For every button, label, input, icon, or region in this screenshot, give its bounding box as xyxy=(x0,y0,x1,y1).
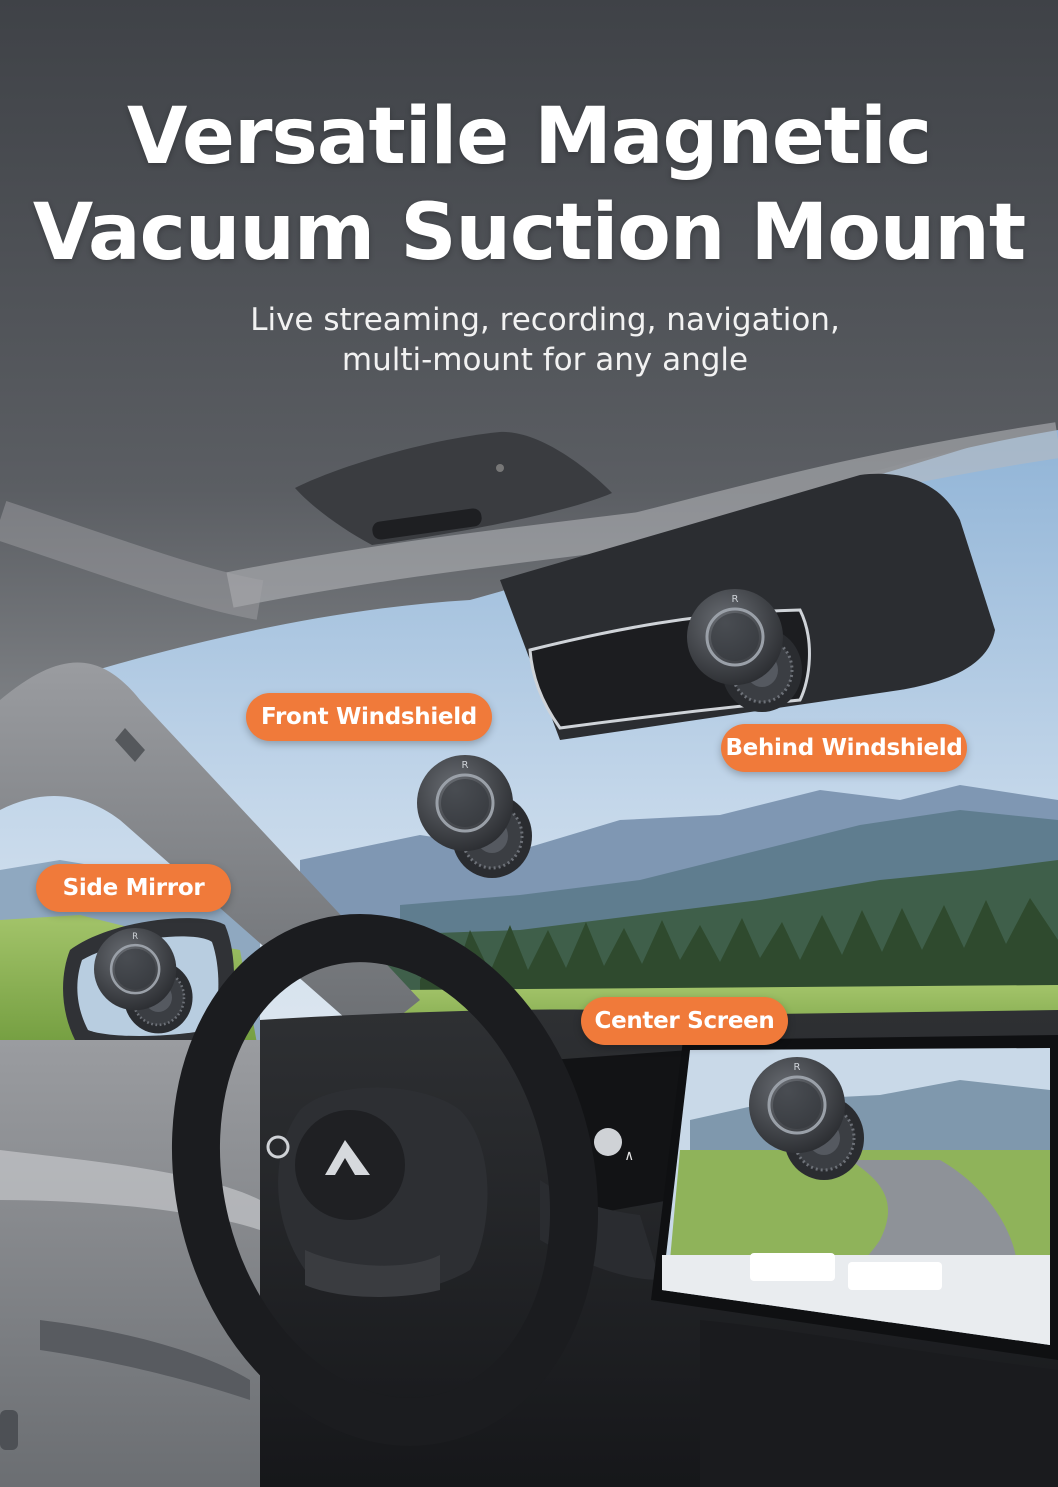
subheadline-line-2: multi-mount for any angle xyxy=(341,342,749,378)
callout-side-mirror: Side Mirror xyxy=(36,864,231,912)
callout-center-screen: Center Screen xyxy=(581,997,788,1045)
headline-line-1: Versatile Magnetic xyxy=(126,92,932,182)
callout-front-windshield: Front Windshield xyxy=(246,693,492,741)
subheadline-line-1: Live streaming, recording, navigation, xyxy=(250,302,840,338)
svg-text:∧: ∧ xyxy=(625,1148,633,1164)
callout-behind-windshield: Behind Windshield xyxy=(721,724,967,772)
headline-line-2: Vacuum Suction Mount xyxy=(32,188,1026,278)
